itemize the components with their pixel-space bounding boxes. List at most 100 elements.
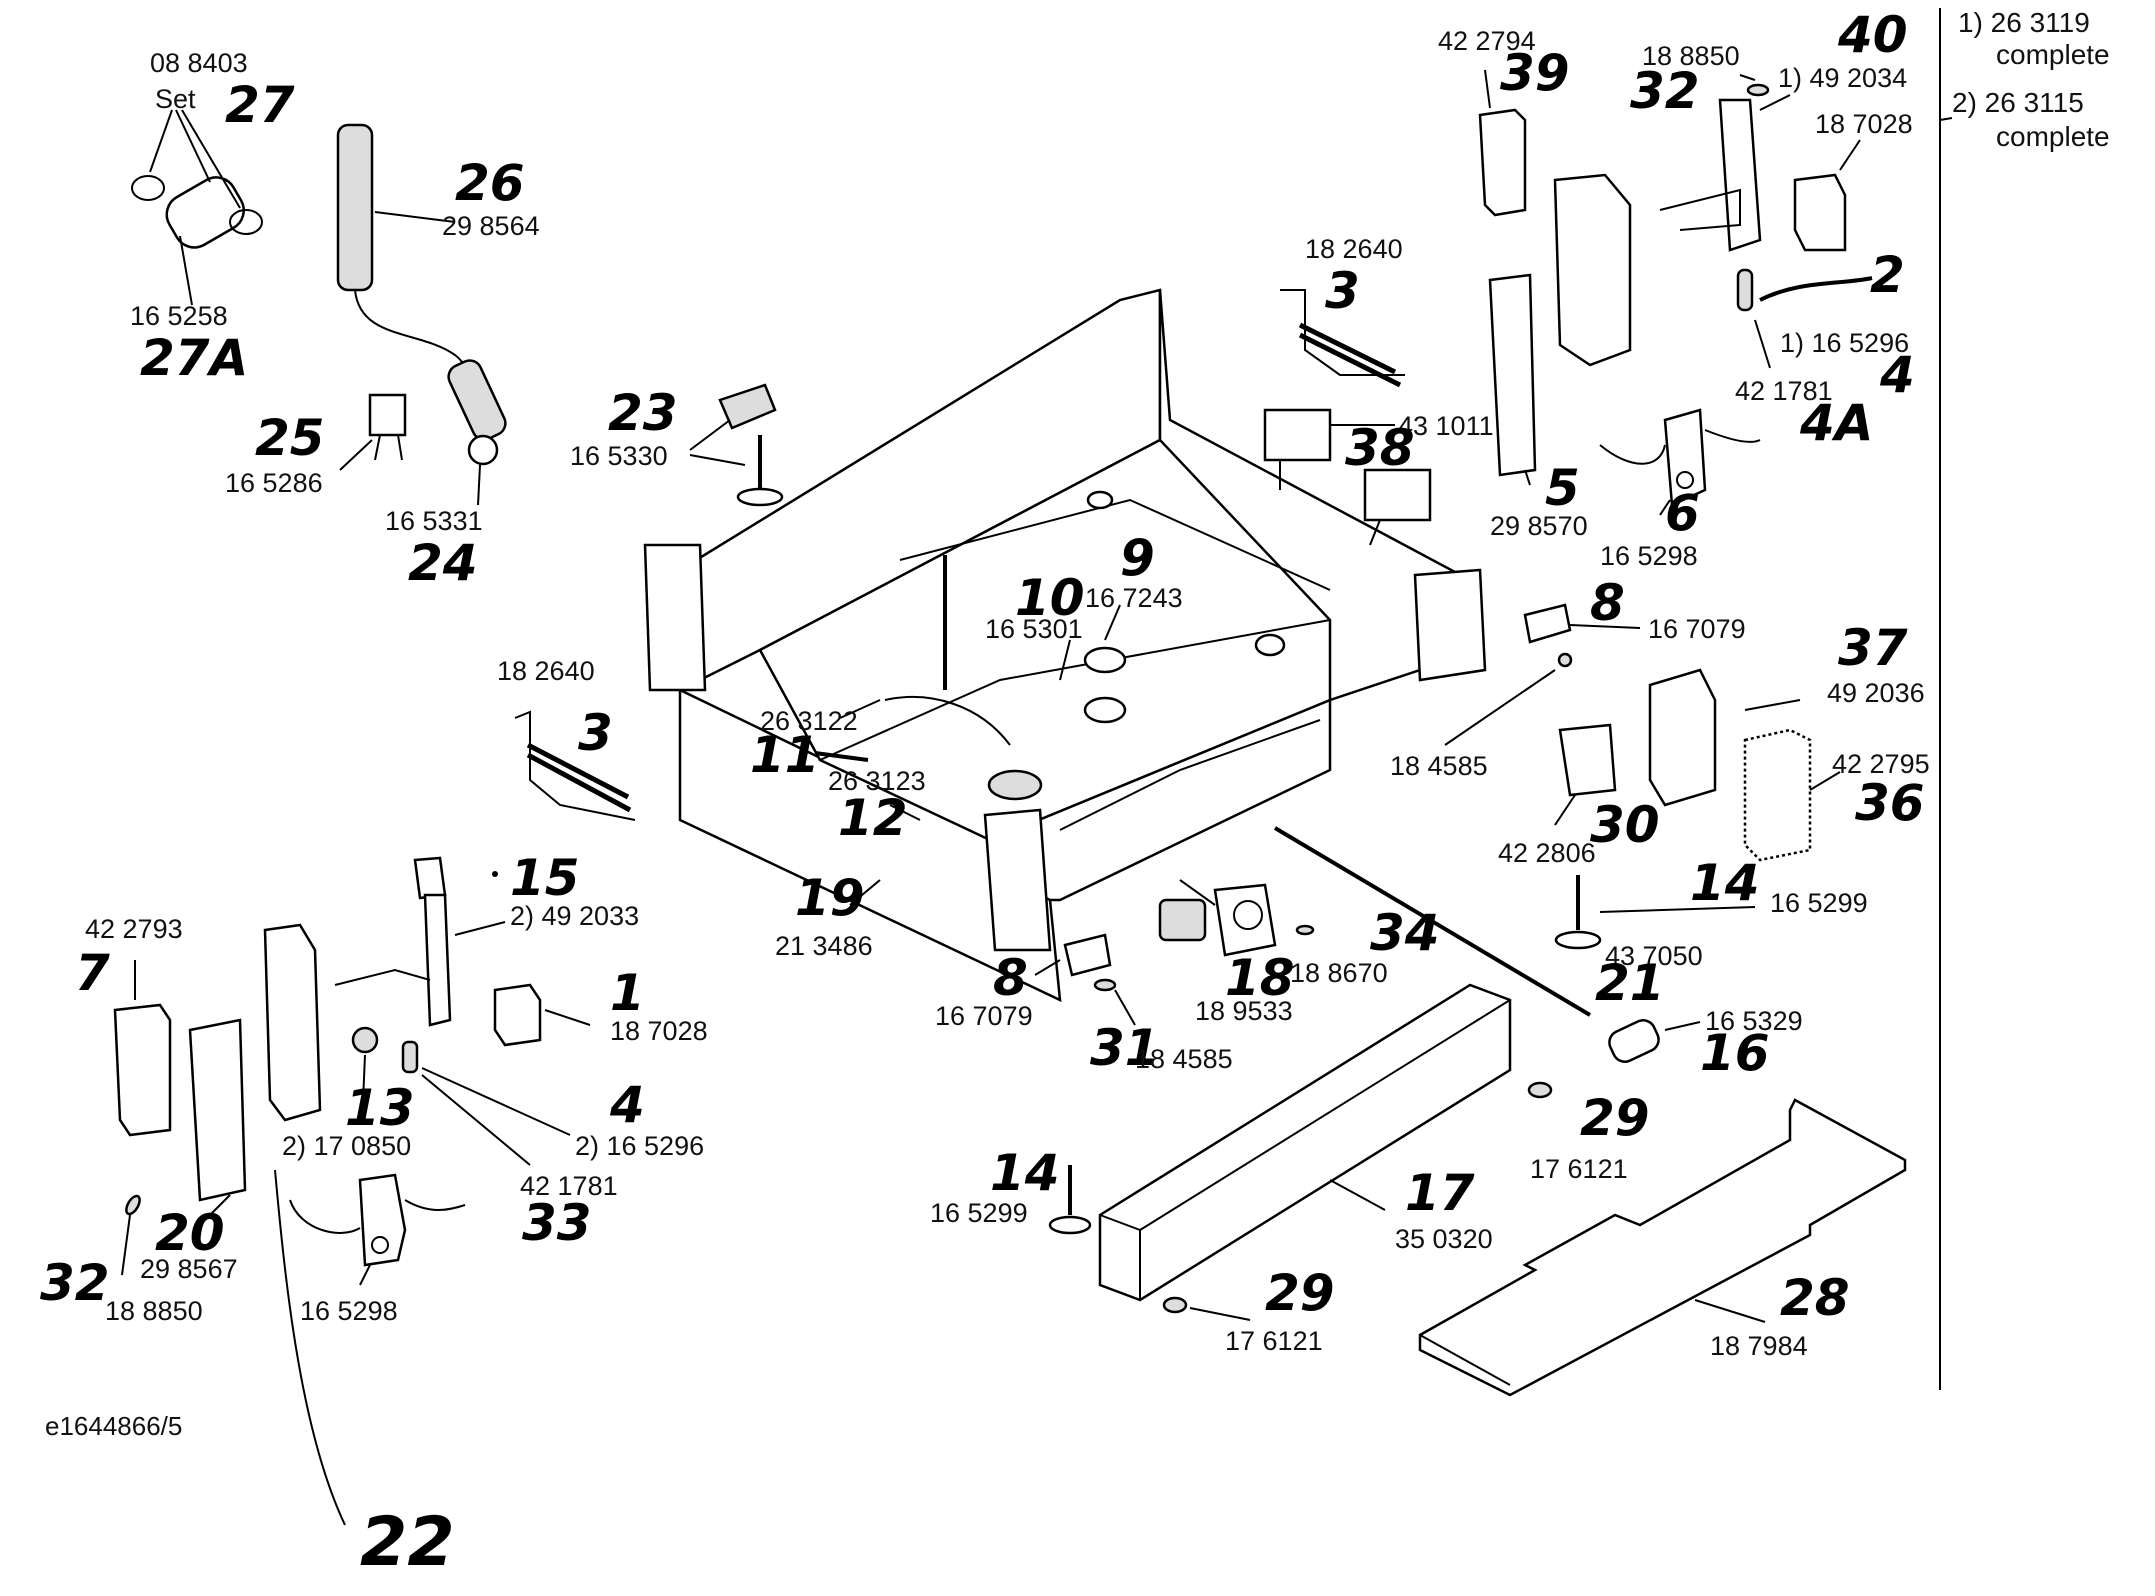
label-40-part: 1) 49 2034 xyxy=(1778,63,1907,93)
leader-26 xyxy=(374,211,456,223)
bracket-15-top xyxy=(413,856,447,900)
callout-3b: 3 xyxy=(578,704,613,762)
leader-8b xyxy=(1034,959,1061,976)
panel-5-upper xyxy=(1553,173,1632,367)
leader-24 xyxy=(477,464,481,506)
label-6-part: 16 5298 xyxy=(1600,541,1698,571)
leader-29b xyxy=(1189,1307,1251,1321)
dot-15 xyxy=(492,871,498,877)
label-1-part: 18 7028 xyxy=(610,1016,708,1046)
switch-6b-wire-2 xyxy=(404,1199,466,1211)
label-6b-part: 16 5298 xyxy=(300,1296,398,1326)
part-20-panel xyxy=(188,923,322,1202)
callout-15: 15 xyxy=(510,849,580,907)
callout-4a: 4A xyxy=(1799,394,1874,452)
spring-3a-2 xyxy=(1298,322,1397,375)
screw-14a-head xyxy=(1554,930,1602,950)
callout-37: 37 xyxy=(1838,619,1908,677)
part-6-switch: 6 16 5298 xyxy=(1599,408,1761,571)
hose-end-ring xyxy=(467,434,499,466)
label-27-set: Set xyxy=(155,84,196,114)
leader-20 xyxy=(199,1194,231,1226)
callout-8a: 8 xyxy=(1590,574,1625,632)
label-8a-part: 16 7079 xyxy=(1648,614,1746,644)
switch-6b-hole xyxy=(371,1236,389,1254)
leader-27-a xyxy=(149,109,173,173)
callout-31: 31 xyxy=(1090,1019,1160,1077)
part-9-10: 9 16 7243 10 16 5301 xyxy=(985,529,1183,681)
callout-10: 10 xyxy=(1015,569,1085,627)
label-28-part: 18 7984 xyxy=(1710,1331,1808,1361)
note-2-tick xyxy=(1939,117,1953,121)
valve-18-coil xyxy=(1233,900,1263,930)
label-27a-part: 16 5258 xyxy=(130,301,228,331)
cable-11 xyxy=(884,696,1011,746)
switch-6-body xyxy=(1663,408,1707,507)
tub-boss-3 xyxy=(1083,696,1127,724)
plate-28-edge xyxy=(1419,1334,1511,1386)
part-3-lower: 18 2640 3 xyxy=(497,656,636,821)
cover-7 xyxy=(113,1003,172,1137)
label-32a-part: 18 8850 xyxy=(1642,41,1740,71)
leader-39 xyxy=(1484,69,1491,109)
label-40b-part: 18 7028 xyxy=(1815,109,1913,139)
tub-boss-1 xyxy=(1086,490,1114,510)
leader-23-a xyxy=(689,419,731,451)
leader-19 xyxy=(849,879,881,906)
callout-17: 17 xyxy=(1405,1164,1475,1222)
part-7-cover: 42 2793 7 xyxy=(75,914,183,1137)
callout-5: 5 xyxy=(1545,459,1580,517)
label-27-part: 08 8403 xyxy=(150,48,248,78)
leader-25 xyxy=(339,439,373,471)
callout-36: 36 xyxy=(1855,774,1925,832)
screw-29a xyxy=(1527,1081,1553,1099)
wire-22 xyxy=(274,1169,346,1526)
leader-4a xyxy=(1754,319,1771,369)
tub-spring xyxy=(1254,633,1286,657)
leader-6b xyxy=(359,1264,371,1286)
clamp-left xyxy=(131,175,165,201)
screw-31 xyxy=(1093,978,1117,992)
foot-block xyxy=(718,383,777,430)
tub-boss-2 xyxy=(1083,646,1127,674)
label-21-part: 43 7050 xyxy=(1605,941,1703,971)
part-24: 16 5331 24 xyxy=(385,464,483,592)
leader-23-b xyxy=(689,454,746,466)
label-3a-part: 18 2640 xyxy=(1305,234,1403,264)
part-11-12-19: 26 3122 11 26 3123 12 19 21 3486 xyxy=(750,696,1011,961)
callout-7: 7 xyxy=(75,944,110,1002)
label-4b-part: 2) 16 5296 xyxy=(575,1131,704,1161)
part-38-connectors: 43 1011 38 xyxy=(1263,408,1494,546)
tub-left-post xyxy=(643,543,707,692)
label-12-part: 26 3123 xyxy=(828,766,926,796)
leader-28 xyxy=(1694,1299,1766,1323)
callout-2-sub: 4 xyxy=(1879,346,1915,404)
leader-9 xyxy=(1104,604,1121,641)
leader-11a xyxy=(839,699,881,719)
clip-8b xyxy=(1063,933,1112,977)
clip-1 xyxy=(493,983,542,1047)
part-15-bracket: 15 2) 49 2033 xyxy=(334,849,639,1027)
leader-27a xyxy=(179,235,193,306)
clip-8a xyxy=(1523,603,1572,644)
leader-31 xyxy=(1114,989,1136,1026)
tub-right-post xyxy=(1413,568,1487,682)
callout-20: 20 xyxy=(155,1204,225,1262)
callout-3a: 3 xyxy=(1325,262,1360,320)
callout-29a: 29 xyxy=(1580,1089,1650,1147)
callout-33: 33 xyxy=(522,1194,592,1252)
callout-26: 26 xyxy=(455,154,525,212)
part-4-13-33: 4 2) 16 5296 13 2) 17 0850 42 1781 33 xyxy=(282,1026,704,1252)
leader-27-b xyxy=(175,109,211,183)
screw-32a xyxy=(1746,83,1770,97)
leader-32b xyxy=(121,1214,131,1276)
callout-27a: 27A xyxy=(140,329,248,387)
corrugated-hose xyxy=(336,123,374,292)
part-39-cover: 42 2794 39 xyxy=(1438,26,1570,217)
callout-4b: 4 xyxy=(609,1076,645,1134)
part-1-clip: 1 18 7028 xyxy=(493,964,708,1047)
callout-21: 21 xyxy=(1595,954,1665,1012)
leader-8a xyxy=(1569,624,1641,629)
valve-18-plate xyxy=(1213,883,1277,957)
